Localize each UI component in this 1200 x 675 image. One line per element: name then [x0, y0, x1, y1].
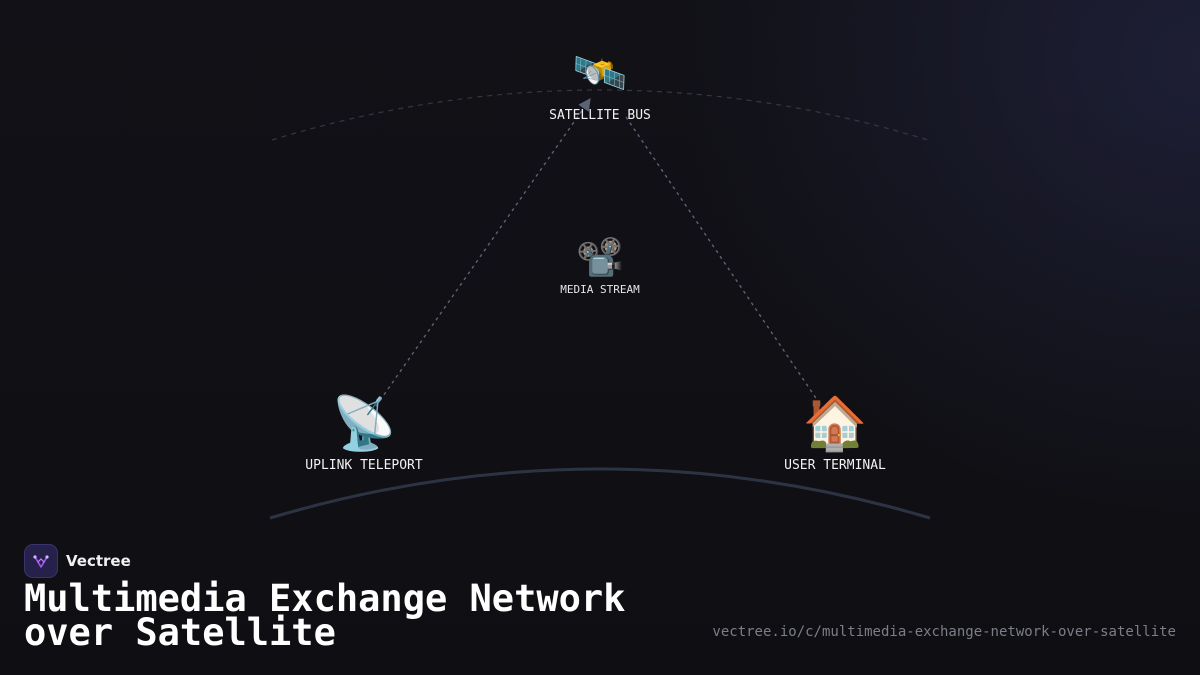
satellite-dish-icon: 📡 — [331, 394, 397, 454]
node-media-stream: 📽️ MEDIA STREAM — [560, 238, 639, 296]
brand-name: Vectree — [66, 552, 131, 570]
page-url[interactable]: vectree.io/c/multimedia-exchange-network… — [712, 624, 1176, 640]
orbit-arc — [271, 89, 929, 141]
node-user-terminal: 🏠 USER TERMINAL — [784, 398, 886, 473]
node-label-user-terminal: USER TERMINAL — [784, 458, 886, 473]
node-satellite-bus: 🛰️ SATELLITE BUS — [549, 48, 651, 124]
link-uplink-to-satellite — [371, 97, 591, 413]
node-label-satellite-bus: SATELLITE BUS — [549, 108, 651, 123]
node-label-uplink-teleport: UPLINK TELEPORT — [305, 458, 423, 473]
brand[interactable]: Vectree — [24, 544, 131, 578]
vectree-logo-icon — [24, 544, 58, 578]
house-icon: 🏠 — [802, 394, 868, 454]
satellite-icon: 🛰️ — [572, 48, 628, 99]
node-uplink-teleport: 📡 UPLINK TELEPORT — [305, 398, 422, 473]
page-title: Multimedia Exchange Network over Satelli… — [24, 577, 626, 654]
earth-curve — [269, 467, 931, 520]
node-label-media-stream: MEDIA STREAM — [560, 283, 640, 296]
link-satellite-to-terminal — [625, 116, 827, 414]
film-projector-icon: 📽️ — [576, 235, 624, 279]
